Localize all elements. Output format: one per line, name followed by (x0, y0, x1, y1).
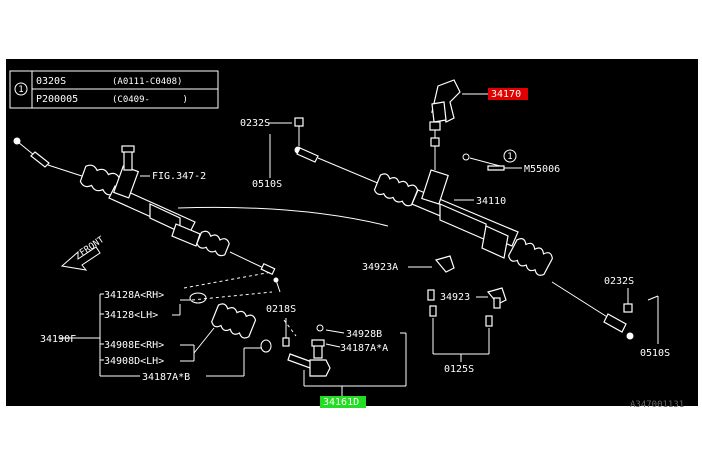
nut-icon (294, 117, 304, 127)
left-steering-gear (13, 137, 281, 293)
label-34928b: 34928B (346, 329, 382, 340)
part-34170-highlight (488, 88, 528, 100)
label-34110: 34110 (476, 196, 506, 207)
legend-box: 1 0320S (A0111-C0408) P200005 (C0409- ) (9, 70, 219, 109)
legend-marker-circle (14, 82, 28, 96)
label-34923: 34923 (440, 292, 470, 303)
label-0125s: 0125S (444, 364, 474, 375)
label-34128: 34128<LH> (104, 310, 158, 321)
boot-icon (211, 303, 257, 339)
front-arrow-icon (60, 246, 101, 271)
label-0510s-left: 0510S (252, 179, 282, 190)
diagram-panel (6, 59, 698, 406)
label-34170: 34170 (491, 89, 521, 100)
label-0510s-right: 0510S (640, 348, 670, 359)
label-0218s: 0218S (266, 304, 296, 315)
fig-ref-label: FIG.347-2 (152, 171, 206, 182)
label-34128a: 34128A<RH> (104, 290, 164, 301)
label-34187ab: 34187A*B (142, 372, 190, 383)
label-34187aa: 34187A*A (340, 343, 388, 354)
front-label: FRONT (78, 235, 107, 259)
label-0232s-right: 0232S (604, 276, 634, 287)
label-34923a: 34923A (362, 262, 398, 273)
label-34161d: 34161D (323, 397, 359, 408)
tie-rod-end (287, 324, 331, 377)
callout-1: 1 (507, 152, 512, 162)
right-steering-gear (294, 79, 634, 340)
legend-row-2-code: P200005 (36, 94, 78, 105)
legend-row-1-code: 0320S (36, 76, 66, 87)
legend-marker: 1 (18, 85, 23, 95)
footer-code: A347001131 (630, 400, 684, 410)
connector-line (177, 206, 389, 227)
part-34161d-highlight (320, 396, 366, 408)
label-34190f: 34190F (40, 334, 76, 345)
callout-1-circle (503, 149, 517, 163)
label-34908d: 34908D<LH> (104, 356, 164, 367)
label-34908e: 34908E<RH> (104, 340, 164, 351)
label-m55006: M55006 (524, 164, 560, 175)
label-0232s-left: 0232S (240, 118, 270, 129)
clamp-icon (189, 292, 207, 304)
legend-row-2-range: (C0409- ) (112, 95, 188, 105)
legend-row-1-range: (A0111-C0408) (112, 77, 182, 87)
